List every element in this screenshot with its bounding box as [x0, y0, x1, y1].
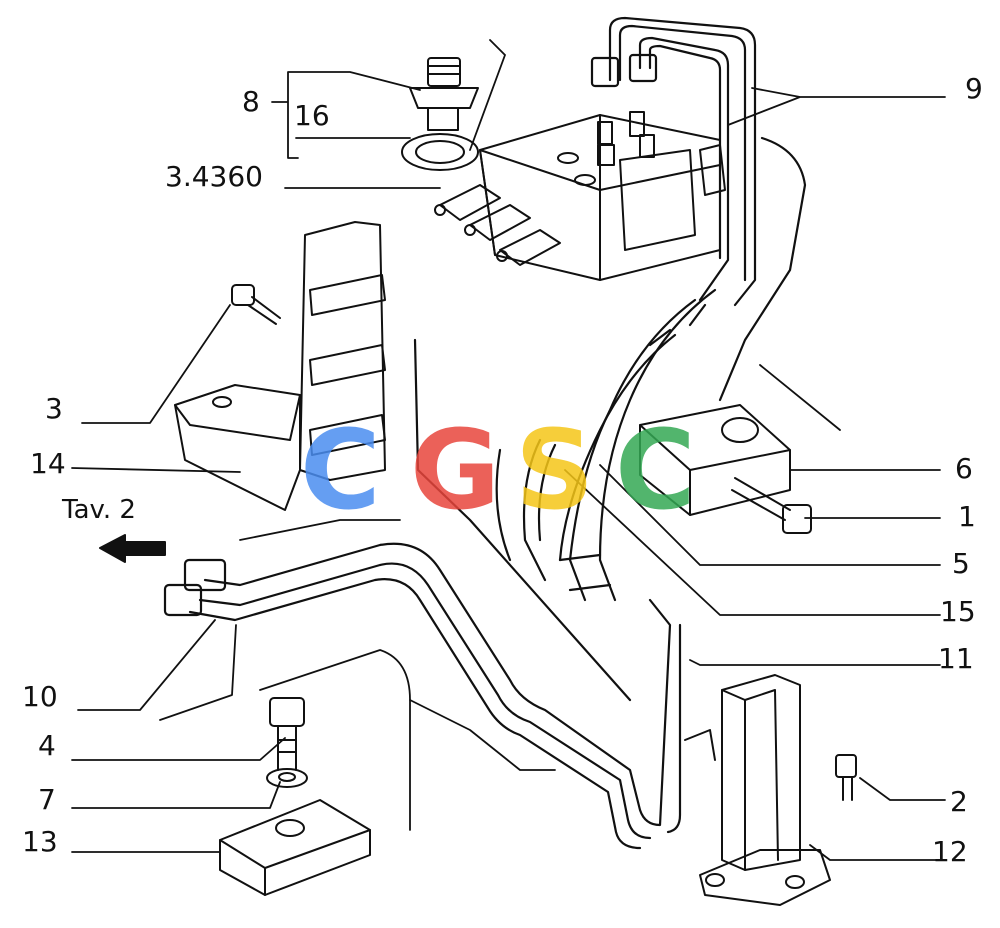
callout-11: 11: [938, 642, 974, 675]
callout-6: 6: [955, 452, 973, 485]
flex-hoses: [522, 288, 717, 602]
arrow-icon: [99, 534, 166, 563]
injection-pump: [434, 111, 726, 281]
callout-12: 12: [932, 835, 968, 868]
callout-9: 9: [965, 72, 983, 105]
bolt-2: [835, 754, 857, 801]
pipes-9: [590, 16, 807, 402]
callout-1: 1: [958, 500, 976, 533]
callout-5: 5: [952, 547, 970, 580]
bolt-4: [269, 697, 305, 771]
clamp-6: [639, 404, 812, 534]
pipes-10-11: [163, 338, 682, 850]
callout-16: 16: [294, 99, 330, 132]
callout-8: 8: [242, 85, 260, 118]
sensor-and-washer: [401, 57, 479, 171]
engine-frame: [239, 364, 841, 831]
callout-2: 2: [950, 785, 968, 818]
watermark-letter-1: C: [300, 406, 381, 534]
callout-15: 15: [940, 595, 976, 628]
callout-3-4360: 3.4360: [165, 160, 263, 193]
leader-lines: [71, 39, 946, 861]
bolt-3: [231, 284, 281, 325]
bracket-14: [174, 221, 386, 511]
watermark-logo: C G S C: [300, 406, 696, 534]
callout-14: 14: [30, 447, 66, 480]
watermark-letter-4: C: [615, 406, 696, 534]
clamp-13: [219, 799, 371, 896]
callout-4: 4: [38, 729, 56, 762]
callout-13: 13: [22, 825, 58, 858]
watermark-letter-2: G: [410, 406, 500, 534]
watermark-letter-3: S: [515, 406, 594, 534]
reference-tav-2: Tav. 2: [62, 495, 136, 525]
callout-7: 7: [38, 783, 56, 816]
support-12: [684, 674, 831, 906]
callout-3: 3: [45, 392, 63, 425]
callout-10: 10: [22, 680, 58, 713]
washer-7: [266, 768, 308, 788]
